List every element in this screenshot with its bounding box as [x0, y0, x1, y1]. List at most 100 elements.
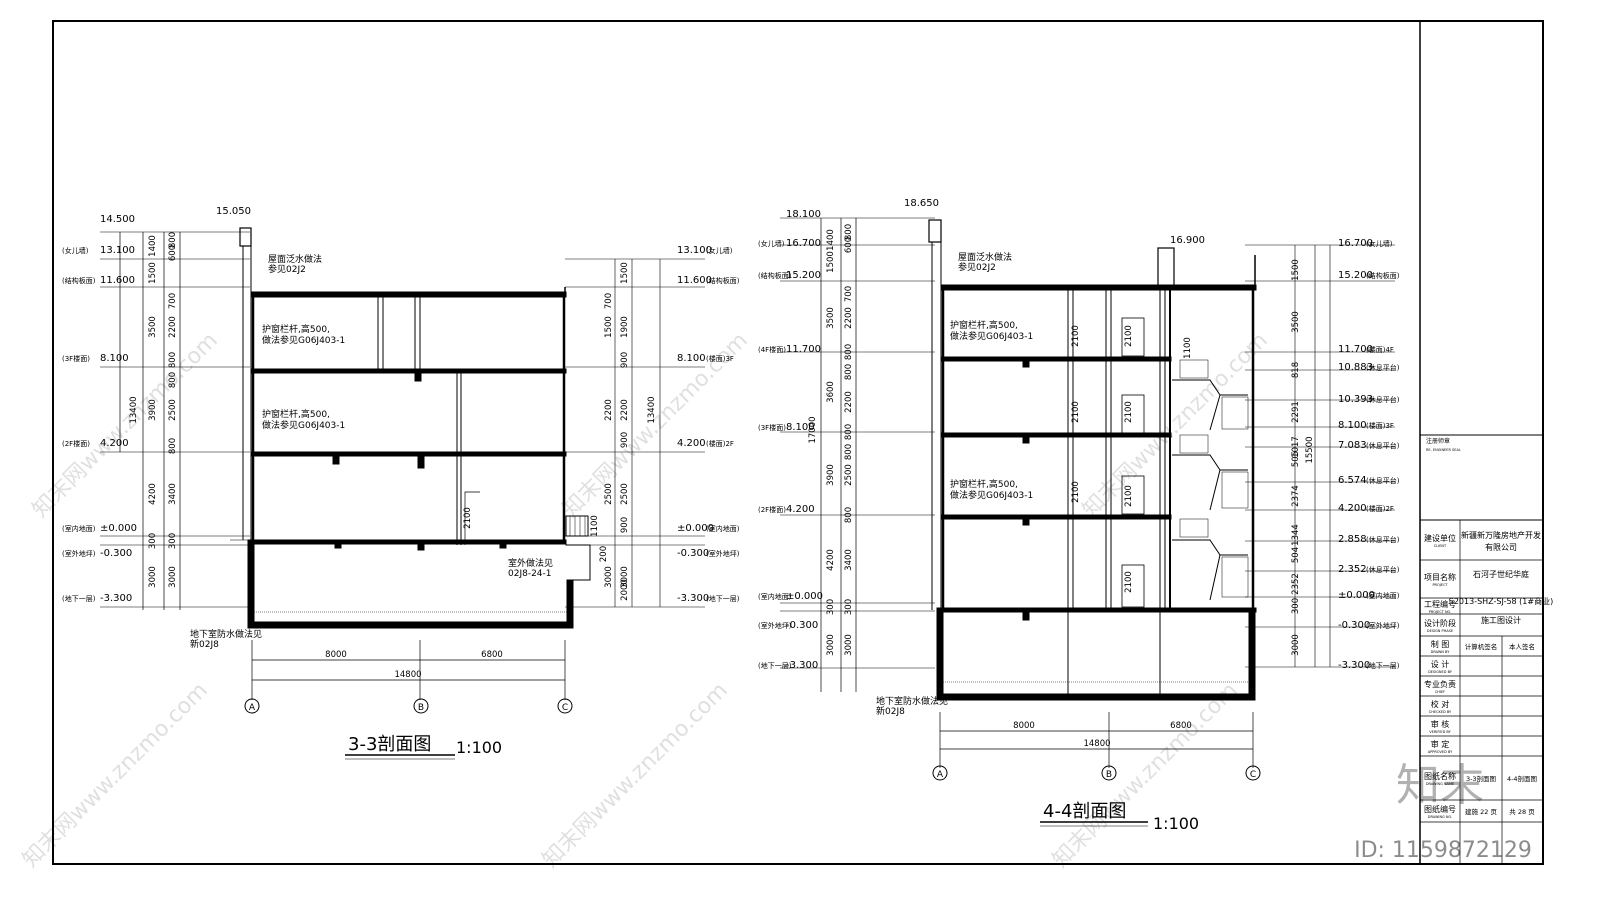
annotation-note: 参见02J2	[958, 261, 996, 273]
level-label: (室内地面)	[1366, 591, 1400, 600]
dimension-text: 300	[168, 533, 178, 549]
elevation-label: -3.300	[100, 593, 132, 604]
dimension-text: 800	[168, 438, 178, 454]
annotation-note: 做法参见G06J403-1	[262, 334, 345, 346]
axis-label: A	[937, 770, 944, 780]
elevation-label: 11.700	[1338, 344, 1373, 355]
elevation-label: 11.600	[677, 275, 712, 286]
top-elevation: 16.900	[1170, 235, 1205, 246]
axis-bubble-c	[1245, 765, 1261, 781]
level-label: (楼面)3F	[1366, 421, 1394, 430]
level-label: (地下一层)	[706, 594, 740, 603]
dimension-text: 1900	[620, 316, 630, 338]
dimension-text: 3500	[148, 316, 158, 338]
elevation-label: 16.700	[786, 238, 821, 249]
level-label: (楼面)2F	[1366, 504, 1394, 513]
dimension-text: 2000	[620, 579, 630, 601]
axis-label: B	[1106, 770, 1112, 780]
total-height-dim: 13400	[129, 396, 139, 423]
elevation-label: 11.700	[786, 344, 821, 355]
title-block-value: 本人签名	[1509, 642, 1535, 651]
dimension-text: 6800	[1170, 721, 1192, 731]
dimension-text: 3000	[620, 566, 630, 588]
annotation-note: 屋面泛水做法	[958, 251, 1012, 263]
dimension-text: 818	[1291, 362, 1301, 378]
level-label: (楼面)2F	[706, 439, 734, 448]
dimension-text: 2100	[1124, 485, 1134, 507]
title-block-label-en: CHIEF	[1435, 690, 1445, 694]
level-label: (休息平台)	[1366, 441, 1400, 450]
elevation-label: 13.100	[100, 245, 135, 256]
elevation-label: 8.100	[100, 353, 129, 364]
annotation-note: 地下室防水做法见	[190, 628, 262, 640]
level-label: (休息平台)	[1366, 535, 1400, 544]
title-block-value: 石河子世纪华庭	[1473, 569, 1529, 579]
level-label: (地下一层)	[1366, 661, 1400, 670]
level-label: (女儿墙)	[1366, 239, 1393, 248]
title-block-label-en: CHECKED BY	[1429, 710, 1452, 714]
dimension-text: 3900	[826, 464, 836, 486]
elevation-label: 2.858	[1338, 534, 1367, 545]
dimension-text: 300	[148, 533, 158, 549]
annotation-note: 做法参见G06J403-1	[262, 419, 345, 431]
dimension-text: 800	[844, 507, 854, 523]
elevation-label: -3.300	[786, 660, 818, 671]
title-block-label: 图纸名称	[1424, 771, 1456, 781]
dimension-text: 2100	[1124, 325, 1134, 347]
dimension-text: 1500	[1291, 259, 1301, 281]
dimension-text: 4200	[148, 483, 158, 505]
dimension-text: 800	[844, 344, 854, 360]
dimension-text: 1100	[1183, 337, 1193, 359]
annotation-note: 护窗栏杆,高500,	[950, 478, 1018, 490]
sheet-border	[52, 20, 1544, 865]
dimension-text: 1400	[148, 235, 158, 257]
level-label: (室内地面)	[758, 592, 792, 601]
annotation-note: 室外做法见	[508, 557, 553, 569]
title-block-value: 有限公司	[1485, 542, 1517, 552]
elevation-label: 8.100	[1338, 420, 1367, 431]
level-label: (女儿墙)	[758, 239, 785, 248]
dimension-text: 2200	[844, 307, 854, 329]
dimension-text: 800	[844, 444, 854, 460]
level-label: (2F楼面)	[62, 439, 90, 448]
dimension-text: 8000	[1013, 721, 1035, 731]
annotation-note: 屋面泛水做法	[268, 253, 322, 265]
dimension-text: 2500	[620, 483, 630, 505]
level-label: (室外地坪)	[706, 549, 740, 558]
section-title: 3-3剖面图	[348, 734, 431, 755]
axis-bubble-b	[1101, 765, 1117, 781]
dimension-text: 2100	[1071, 325, 1081, 347]
dimension-text: 3000	[826, 634, 836, 656]
dimension-text: 1344	[1291, 524, 1301, 546]
elevation-label: -0.300	[100, 548, 132, 559]
elevation-label: 15.200	[1338, 270, 1373, 281]
level-label: (2F楼面)	[758, 505, 786, 514]
elevation-label: 4.200	[100, 438, 129, 449]
dimension-text: 800	[168, 352, 178, 368]
level-label: (室内地面)	[62, 524, 96, 533]
title-block-label: 制 图	[1431, 639, 1450, 649]
level-label: (休息平台)	[1366, 476, 1400, 485]
title-block-value: 3-3剖面图	[1466, 774, 1496, 783]
watermark-id: ID: 1159872129	[1354, 838, 1532, 863]
dimension-text: 800	[844, 424, 854, 440]
dimension-text: 6800	[481, 650, 503, 660]
title-block-label-en: DRAWN BY	[1431, 650, 1451, 654]
elevation-label: 4.200	[1338, 503, 1367, 514]
dimension-text: 3500	[1291, 311, 1301, 333]
level-label: (室外地坪)	[758, 621, 792, 630]
dimension-text: 505	[1291, 451, 1301, 467]
elevation-label: ±0.000	[786, 591, 823, 602]
section-4-4: 18.10016.70015.20011.7008.1004.200±0.000…	[758, 198, 1400, 833]
title-block-label-en: PROJECT NO.	[1429, 610, 1452, 614]
annotation-note: 02J8-24-1	[508, 569, 552, 579]
level-label: (地下一层)	[758, 661, 792, 670]
title-block-value: 建施 22 页	[1465, 807, 1497, 816]
dimension-text: 2200	[620, 399, 630, 421]
dimension-text: 1500	[826, 251, 836, 273]
elevation-label: 16.700	[1338, 238, 1373, 249]
dimension-text: 1400	[826, 229, 836, 251]
dimension-text: 800	[168, 372, 178, 388]
title-block-label-en: CLIENT	[1434, 544, 1447, 548]
dimension-text: 800	[844, 364, 854, 380]
